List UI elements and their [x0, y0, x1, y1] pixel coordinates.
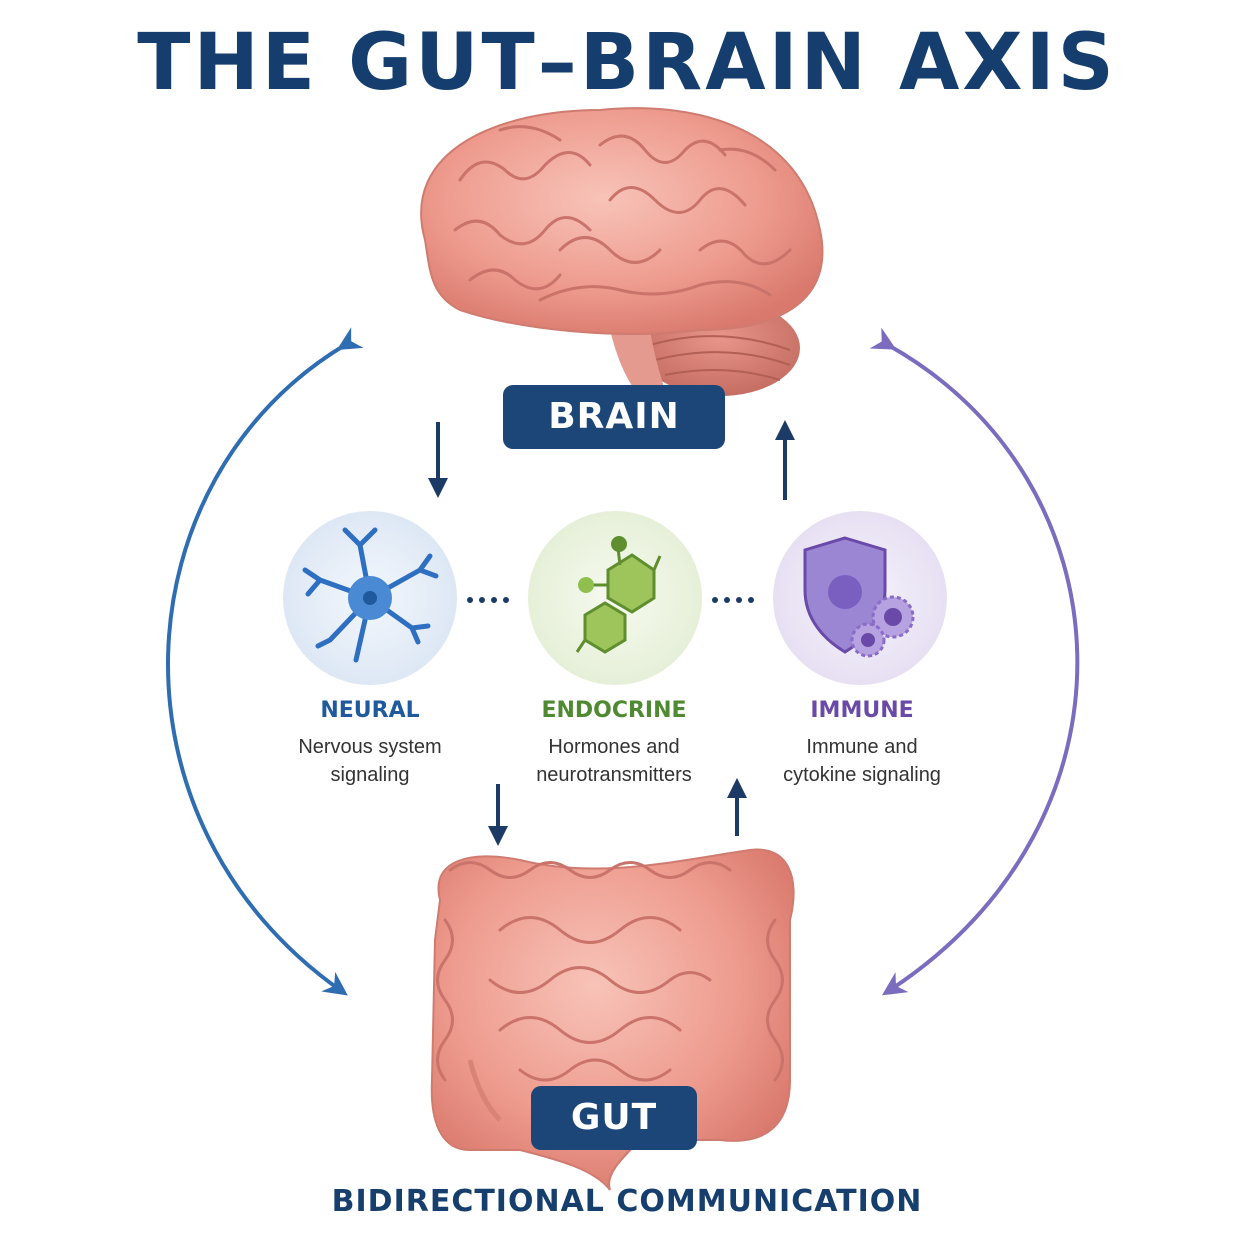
endocrine-title: ENDOCRINE — [541, 698, 687, 723]
immune-description-line1: Immune and — [806, 736, 918, 758]
neural-title: NEURAL — [320, 698, 420, 723]
right-bidirectional-arrow — [869, 327, 1080, 996]
dots-right — [712, 597, 754, 603]
dots-left — [467, 597, 509, 603]
neural-pathway: NEURAL Nervous system signaling — [245, 698, 495, 789]
immune-cell-icon — [850, 595, 915, 658]
neural-description-line1: Nervous system — [298, 736, 442, 758]
endocrine-description-line1: Hormones and — [548, 736, 680, 758]
brain-label: BRAIN — [503, 385, 725, 449]
immune-title: IMMUNE — [810, 698, 914, 723]
immune-circle — [773, 511, 947, 685]
molecule-icon — [575, 536, 662, 654]
neural-circle — [283, 511, 457, 685]
footer-caption: BIDIRECTIONAL COMMUNICATION — [331, 1184, 923, 1219]
immune-pathway: IMMUNE Immune and cytokine signaling — [737, 698, 987, 789]
left-bidirectional-arrow — [166, 327, 364, 996]
page-title: THE GUT–BRAIN AXIS — [137, 18, 1117, 108]
endocrine-description-line2: neurotransmitters — [536, 764, 692, 786]
brain-illustration — [420, 107, 824, 396]
gut-illustration — [430, 848, 795, 1191]
neural-description-line2: signaling — [330, 764, 410, 786]
gut-label: GUT — [531, 1086, 697, 1150]
endocrine-pathway: ENDOCRINE Hormones and neurotransmitters — [489, 698, 739, 789]
immune-description-line2: cytokine signaling — [783, 764, 941, 786]
endocrine-circle — [528, 511, 702, 685]
